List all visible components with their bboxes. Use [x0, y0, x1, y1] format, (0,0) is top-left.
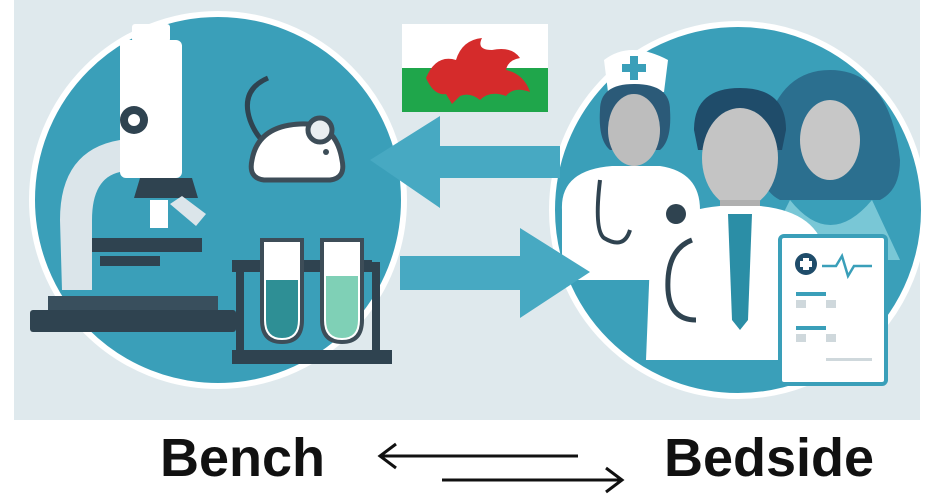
clipboard-icon [778, 234, 888, 386]
stethoscope-icon [595, 179, 632, 245]
arrow-left-icon [370, 116, 560, 208]
mouse-icon [244, 75, 346, 183]
test-tubes-icon [232, 238, 392, 364]
arrow-right-icon [400, 228, 590, 318]
bench-label: Bench [160, 428, 326, 488]
bidirectional-arrows-icon [377, 442, 625, 494]
welsh-flag-icon [402, 24, 548, 112]
microscope-icon [30, 24, 236, 332]
bedside-label: Bedside [664, 428, 875, 488]
